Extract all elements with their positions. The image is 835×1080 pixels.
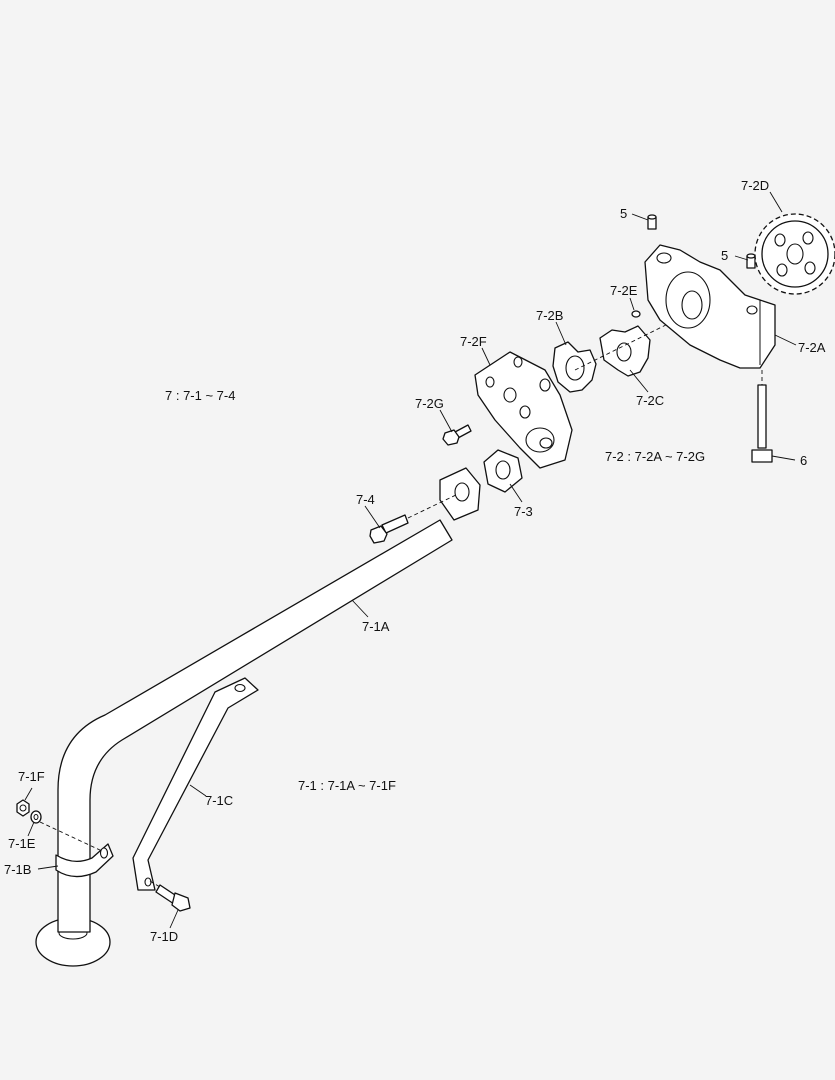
callout-5-upper: 5 xyxy=(620,206,627,221)
callout-7-2G: 7-2G xyxy=(415,396,444,411)
callout-7-1A: 7-1A xyxy=(362,619,390,634)
flange-bolt xyxy=(369,493,459,544)
bracket-bolt xyxy=(149,880,191,912)
group-label-7: 7 : 7-1 ~ 7-4 xyxy=(165,388,235,403)
callout-7-2F: 7-2F xyxy=(460,334,487,349)
callout-7-1B: 7-1B xyxy=(4,862,31,877)
callout-7-1D: 7-1D xyxy=(150,929,178,944)
callout-7-4: 7-4 xyxy=(356,492,375,507)
pin xyxy=(631,310,641,318)
callout-7-1F: 7-1F xyxy=(18,769,45,784)
drive-gear xyxy=(754,213,835,295)
gasket xyxy=(483,449,523,493)
callout-5-lower: 5 xyxy=(721,248,728,263)
long-bolt xyxy=(751,370,773,463)
outer-rotor xyxy=(552,341,597,393)
callout-7-2B: 7-2B xyxy=(536,308,563,323)
pump-cover xyxy=(474,351,573,469)
nut-and-washer xyxy=(16,799,103,852)
group-label-7-1: 7-1 : 7-1A ~ 7-1F xyxy=(298,778,396,793)
cover-bolt xyxy=(442,424,472,446)
leader-lines xyxy=(24,191,797,929)
inner-rotor xyxy=(574,317,681,377)
strainer-pipe xyxy=(35,467,481,967)
callout-7-1C: 7-1C xyxy=(205,793,233,808)
callout-7-2C: 7-2C xyxy=(636,393,664,408)
callout-7-3: 7-3 xyxy=(514,504,533,519)
support-bracket xyxy=(132,677,259,891)
callout-7-1E: 7-1E xyxy=(8,836,36,851)
callout-7-2E: 7-2E xyxy=(610,283,638,298)
dowel-pins xyxy=(647,214,756,269)
callout-6: 6 xyxy=(800,453,807,468)
callout-7-2D: 7-2D xyxy=(741,178,769,193)
group-label-7-2: 7-2 : 7-2A ~ 7-2G xyxy=(605,449,705,464)
pipe-clamp xyxy=(55,843,114,878)
pump-body xyxy=(644,244,776,369)
callout-7-2A: 7-2A xyxy=(798,340,826,355)
